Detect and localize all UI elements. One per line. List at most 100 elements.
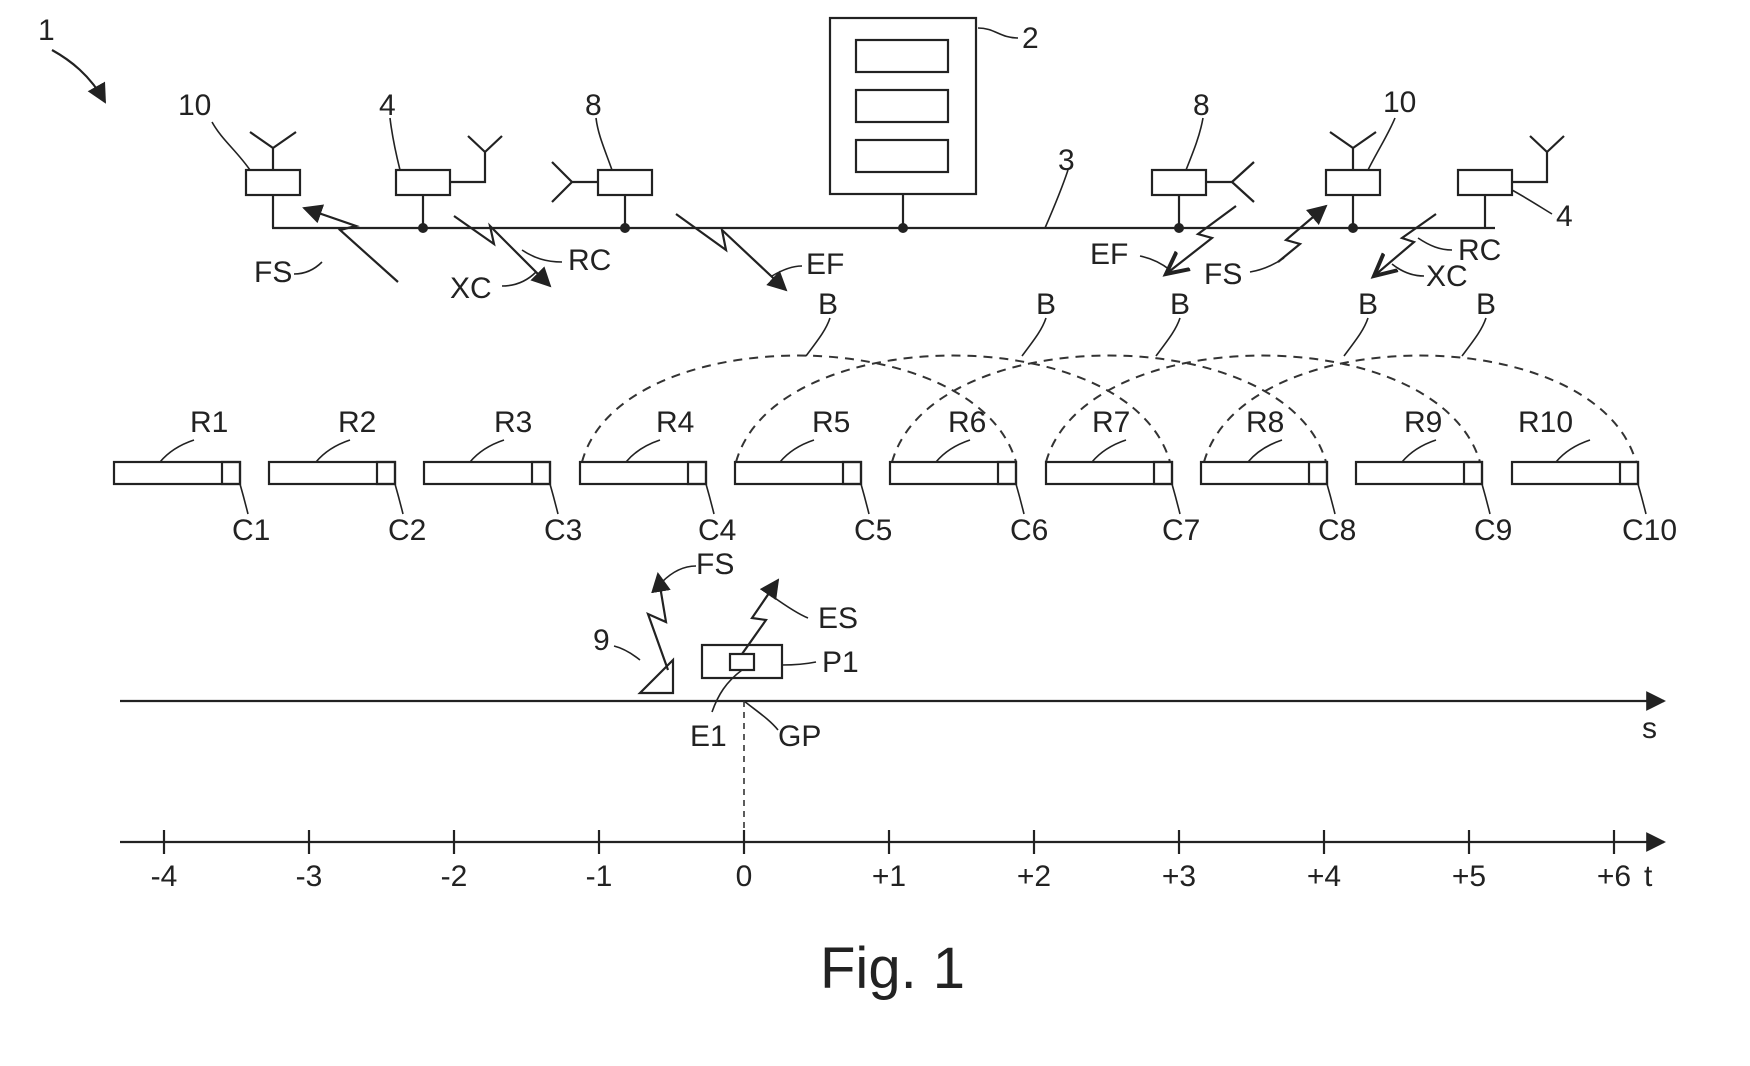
control-unit <box>830 18 976 233</box>
signal-fs-ground-label: FS <box>696 548 734 581</box>
svg-text:B: B <box>1358 288 1378 321</box>
receiver-7: R7 C7 <box>1046 406 1200 547</box>
target-p1-leader <box>782 662 816 665</box>
t-axis-ticks: -4-3-2-10+1+2+3+4+5+6 <box>151 830 1631 893</box>
svg-text:C4: C4 <box>698 514 736 547</box>
t-tick-label: +2 <box>1017 860 1051 893</box>
ground-point-leader <box>744 701 778 730</box>
svg-text:R3: R3 <box>494 406 532 439</box>
svg-text:C8: C8 <box>1318 514 1356 547</box>
svg-text:C6: C6 <box>1010 514 1048 547</box>
svg-text:R4: R4 <box>656 406 694 439</box>
svg-text:C2: C2 <box>388 514 426 547</box>
t-tick-label: -3 <box>296 860 323 893</box>
t-tick-label: +6 <box>1597 860 1631 893</box>
svg-text:R5: R5 <box>812 406 850 439</box>
svg-text:R7: R7 <box>1092 406 1130 439</box>
svg-text:B: B <box>1036 288 1056 321</box>
svg-text:R10: R10 <box>1518 406 1573 439</box>
signal-ef-top-left-label: EF <box>806 248 844 281</box>
receiver-9: R9 C9 <box>1356 406 1512 547</box>
signal-ef-top-right-leader <box>1140 256 1170 270</box>
target-p1 <box>702 645 782 678</box>
station-8-right-ref: 8 <box>1193 89 1210 122</box>
svg-text:B: B <box>1170 288 1190 321</box>
signal-fs-top-left-leader <box>294 262 322 274</box>
target-p1-label: P1 <box>822 646 859 679</box>
receiver-2: R2 C2 <box>269 406 426 547</box>
station-10-left <box>246 132 300 228</box>
signal-es-ground <box>742 580 778 654</box>
station-10-right-leader <box>1368 118 1395 170</box>
signal-rc-top-left-leader <box>522 250 562 262</box>
svg-text:B: B <box>818 288 838 321</box>
signal-fs-top-right-label: FS <box>1204 258 1242 291</box>
bus-ref-label: 3 <box>1058 144 1075 177</box>
svg-text:R1: R1 <box>190 406 228 439</box>
t-tick-label: -1 <box>586 860 613 893</box>
station-10-right-ref: 10 <box>1383 86 1416 119</box>
figure-caption: Fig. 1 <box>820 936 965 1001</box>
t-tick-label: +1 <box>872 860 906 893</box>
signal-xc-top-left-label: XC <box>450 272 492 305</box>
t-tick-label: -2 <box>441 860 468 893</box>
signal-rc-top-right-label: RC <box>1458 234 1501 267</box>
t-tick-label: -4 <box>151 860 178 893</box>
signal-xc-top-right-leader <box>1392 264 1424 276</box>
svg-text:B: B <box>1476 288 1496 321</box>
signal-ef-top-left-leader <box>772 266 802 276</box>
station-8-right-leader <box>1186 118 1203 170</box>
signal-fs-top-left-label: FS <box>254 256 292 289</box>
signal-rc-top-right-leader <box>1418 238 1452 250</box>
t-tick-label: +4 <box>1307 860 1341 893</box>
system-ref-arrow <box>52 50 105 102</box>
station-10-left-ref: 10 <box>178 89 211 122</box>
receiver-8: R8 C8 <box>1201 406 1356 547</box>
receiver-6: R6 C6 <box>890 406 1048 547</box>
signal-xc-top-left-leader <box>502 272 536 286</box>
t-tick-label: +3 <box>1162 860 1196 893</box>
svg-text:C5: C5 <box>854 514 892 547</box>
station-4-right-ref: 4 <box>1556 200 1573 233</box>
signal-fs-ground <box>648 574 668 670</box>
station-8-left-ref: 8 <box>585 89 602 122</box>
svg-text:C3: C3 <box>544 514 582 547</box>
control-unit-leader <box>978 28 1018 38</box>
receiver-5: R5 C5 <box>735 406 892 547</box>
t-axis-label: t <box>1644 860 1653 893</box>
station-4-right <box>1458 136 1564 228</box>
signal-fs-ground-leader <box>662 566 696 582</box>
svg-text:R6: R6 <box>948 406 986 439</box>
svg-text:C9: C9 <box>1474 514 1512 547</box>
signal-ef-top-left <box>676 214 786 290</box>
s-axis-label: s <box>1642 712 1657 745</box>
station-8-left <box>552 162 652 233</box>
ground-point-label: GP <box>778 720 821 753</box>
svg-text:R8: R8 <box>1246 406 1284 439</box>
svg-text:C1: C1 <box>232 514 270 547</box>
station-4-left-leader <box>390 118 400 170</box>
signal-fs-top-left <box>304 208 398 282</box>
svg-text:C7: C7 <box>1162 514 1200 547</box>
system-ref-label: 1 <box>38 14 55 47</box>
station-10-left-leader <box>212 122 250 170</box>
receiver-4: R4 C4 <box>580 406 736 547</box>
station-4-left-ref: 4 <box>379 89 396 122</box>
emitter-e1-leader <box>712 670 742 712</box>
t-tick-label: +5 <box>1452 860 1486 893</box>
control-unit-ref-label: 2 <box>1022 22 1039 55</box>
emitter-e1-label: E1 <box>690 720 727 753</box>
bus-leader <box>1045 170 1068 228</box>
station-10-right <box>1326 132 1380 233</box>
signal-fs-top-right <box>1278 206 1326 262</box>
receiver-1: R1 C1 <box>114 406 270 547</box>
beacon <box>640 660 673 693</box>
receiver-10: R10 C10 <box>1512 406 1677 547</box>
signal-rc-top-left-label: RC <box>568 244 611 277</box>
svg-text:R2: R2 <box>338 406 376 439</box>
station-8-right <box>1152 162 1254 233</box>
beacon-ref-label: 9 <box>593 624 610 657</box>
svg-text:R9: R9 <box>1404 406 1442 439</box>
coverage-labels: B B B B B <box>806 288 1496 356</box>
